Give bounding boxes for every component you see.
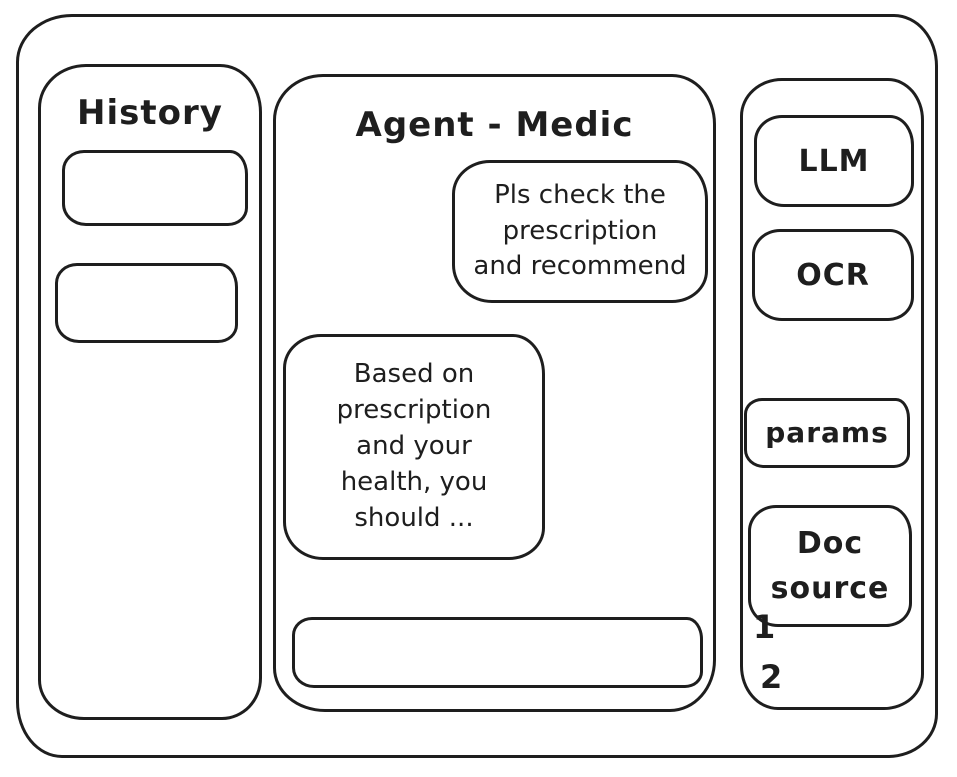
history-title: History: [77, 93, 223, 133]
ocr-button[interactable]: OCR: [752, 229, 914, 321]
footnote-2: 2: [760, 658, 783, 696]
footnote-1: 1: [753, 608, 776, 646]
chat-title: Agent - Medic: [355, 105, 634, 145]
history-item-1[interactable]: [62, 150, 248, 226]
assistant-message-bubble: Based on prescription and your health, y…: [283, 334, 545, 560]
doc-source-button[interactable]: Doc source: [748, 505, 912, 627]
history-item-2[interactable]: [55, 263, 238, 343]
llm-button[interactable]: LLM: [754, 115, 914, 207]
params-button[interactable]: params: [744, 398, 910, 468]
chat-input[interactable]: [292, 617, 703, 688]
user-message-bubble: Pls check the prescription and recommend: [452, 160, 708, 303]
